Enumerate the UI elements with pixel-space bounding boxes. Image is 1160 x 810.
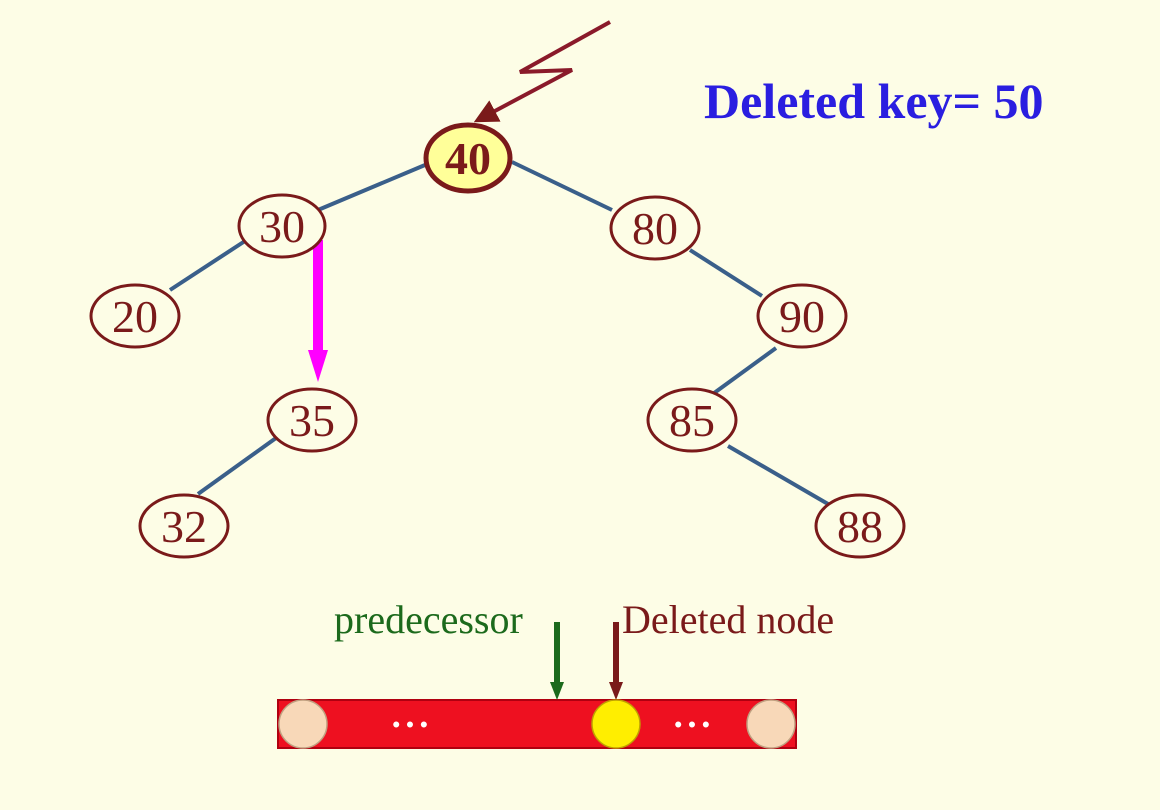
node-85: 85 [646,387,738,453]
node-85-label: 85 [669,395,715,446]
node-35-ellipse [266,387,358,453]
tree-edges [168,160,830,506]
edge-85-88 [726,444,830,506]
node-80-label: 80 [632,203,678,254]
move-arrow-shaft [313,240,323,352]
deleted-node-arrow [609,622,623,700]
deleted-node-arrow-shaft [613,622,619,684]
deleted-node-label: Deleted node [622,597,835,642]
array-left-end-slot [278,699,328,749]
predecessor-arrow-shaft [554,622,560,684]
node-30-ellipse [237,193,327,259]
node-35: 35 [266,387,358,453]
predecessor-label: predecessor [334,597,523,642]
node-40: 40 [423,122,513,194]
deleted-node-slot [591,699,641,749]
move-arrow [308,240,328,382]
node-88-label: 88 [837,501,883,552]
deleted-node-arrow-head [609,682,623,700]
array-right-end-slot [746,699,796,749]
node-85-ellipse [646,387,738,453]
edge-35-32 [196,436,278,496]
node-32-label: 32 [161,501,207,552]
node-20-ellipse [89,283,181,349]
node-80: 80 [609,195,701,261]
array-bar: • • • • • • [277,699,797,749]
pointer-squiggle [473,20,611,123]
node-88: 88 [814,493,906,559]
node-88-ellipse [814,493,906,559]
move-arrow-head [308,350,328,382]
edge-90-85 [708,346,778,398]
edge-40-80 [511,160,613,212]
array-ellipsis-right: • • • [674,712,709,737]
node-90-ellipse [756,283,848,349]
predecessor-arrow [550,622,564,700]
node-30-label: 30 [259,201,305,252]
node-20-label: 20 [112,291,158,342]
node-32: 32 [138,493,230,559]
edge-40-30 [317,163,426,212]
edge-80-90 [688,248,764,298]
node-90-label: 90 [779,291,825,342]
node-20: 20 [89,283,181,349]
node-40-label: 40 [445,133,491,184]
node-90: 90 [756,283,848,349]
node-35-label: 35 [289,395,335,446]
node-30: 30 [237,193,327,259]
predecessor-arrow-head [550,682,564,700]
node-40-ellipse [423,122,513,194]
node-32-ellipse [138,493,230,559]
node-80-ellipse [609,195,701,261]
edge-30-20 [168,239,247,292]
deleted-key-heading: Deleted key= 50 [704,73,1044,129]
array-bar-body [277,699,797,749]
array-ellipsis-left: • • • [392,712,427,737]
